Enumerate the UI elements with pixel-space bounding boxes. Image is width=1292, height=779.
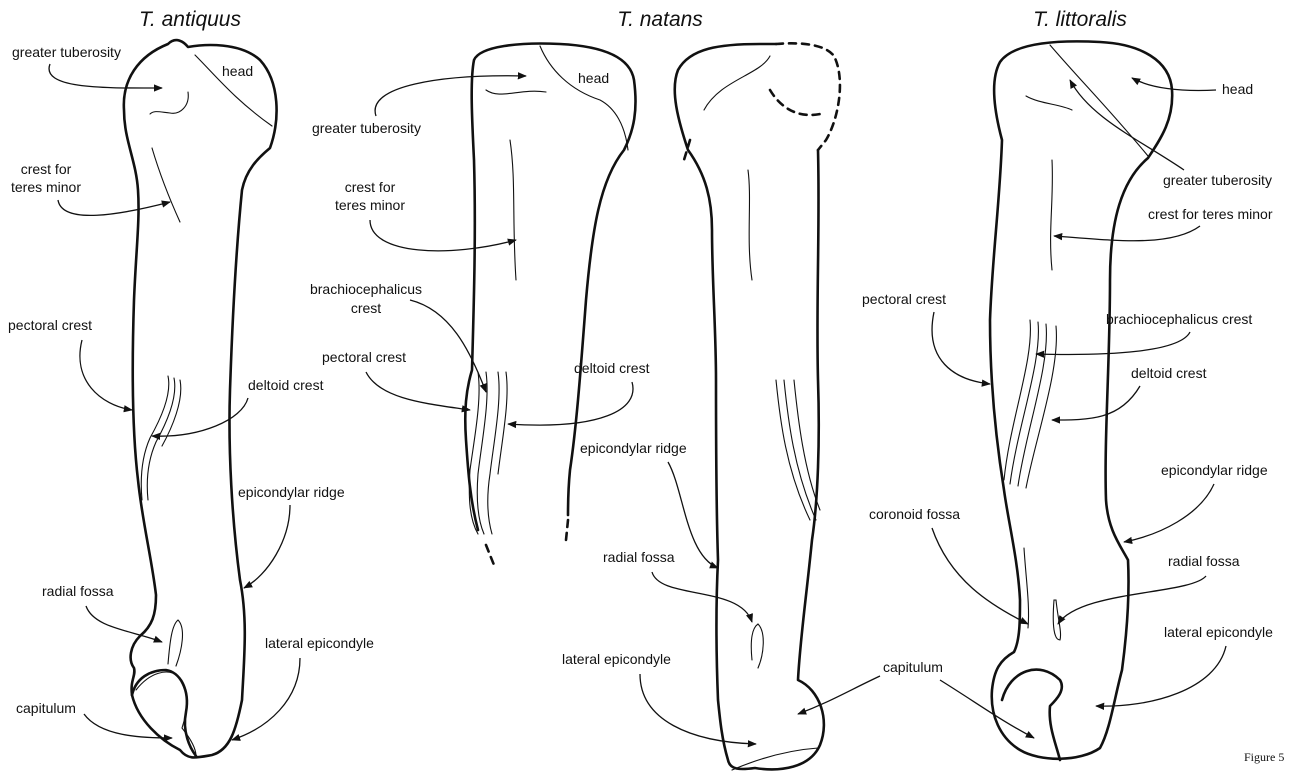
crest-line (141, 376, 169, 500)
label-crest-teres-minor: crest for (21, 161, 72, 177)
label-crest-teres-minor-2: teres minor (335, 197, 405, 213)
tuberosity-line (150, 92, 188, 114)
leader-arrow (80, 340, 132, 410)
tuberosity-line (486, 90, 546, 94)
teres-minor-crest-line (1051, 160, 1053, 270)
label-head: head (1222, 81, 1253, 97)
coronoid-fossa-outline (1024, 548, 1029, 628)
broken-edge (486, 545, 494, 565)
broken-edge (770, 90, 820, 115)
radial-fossa-outline (168, 620, 182, 666)
label-coronoid-fossa: coronoid fossa (869, 506, 960, 522)
label-greater-tuberosity: greater tuberosity (312, 120, 421, 136)
leader-arrow (49, 64, 162, 88)
label-deltoid-crest: deltoid crest (248, 377, 324, 393)
leader-arrow (940, 680, 1034, 738)
radial-fossa-outline (1053, 600, 1060, 640)
label-crest-teres-minor: crest for (345, 179, 396, 195)
figure-label: Figure 5 (1244, 750, 1284, 764)
label-pectoral-crest: pectoral crest (862, 291, 946, 307)
leader-arrow (1058, 576, 1206, 624)
crest-line (488, 372, 499, 534)
label-brachiocephalicus-2: crest (351, 300, 381, 316)
label-head: head (578, 70, 609, 86)
leader-arrow (370, 220, 516, 251)
humerus-outline-fragment (465, 44, 635, 530)
specimen-title: T. littoralis (1033, 8, 1127, 31)
broken-edge (566, 520, 568, 540)
leader-arrow (366, 372, 470, 410)
leader-arrow (508, 382, 633, 425)
leader-arrow (798, 676, 880, 714)
humerus-outline (675, 44, 824, 769)
label-head: head (222, 63, 253, 79)
leader-arrow (1052, 386, 1140, 420)
teres-minor-crest-line (510, 140, 516, 280)
label-capitulum: capitulum (16, 700, 76, 716)
leader-arrow (1132, 78, 1216, 91)
leader-arrow (932, 312, 990, 384)
leader-arrow (1054, 226, 1200, 241)
label-epicondylar-ridge: epicondylar ridge (1161, 462, 1268, 478)
capitulum-contour (1002, 670, 1062, 760)
label-radial-fossa: radial fossa (42, 583, 114, 599)
label-lateral-epicondyle: lateral epicondyle (562, 651, 671, 667)
broken-edge (776, 43, 840, 150)
specimen-t-natans: T. natans head greater tuberosity crest … (310, 8, 1034, 770)
label-epicondylar-ridge: epicondylar ridge (580, 440, 687, 456)
label-pectoral-crest: pectoral crest (322, 349, 406, 365)
radial-fossa-outline (751, 624, 763, 668)
label-pectoral-crest: pectoral crest (8, 317, 92, 333)
capitulum-outline (136, 672, 196, 756)
crest-line (784, 380, 816, 520)
label-capitulum: capitulum (883, 659, 943, 675)
leader-arrow (58, 200, 170, 215)
label-deltoid-crest: deltoid crest (574, 360, 650, 376)
head-margin-line (704, 56, 770, 110)
label-crest-teres-minor: crest for teres minor (1148, 206, 1273, 222)
crest-line (1004, 320, 1030, 480)
label-brachiocephalicus-crest: brachiocephalicus crest (1106, 311, 1252, 327)
leader-arrow (375, 76, 526, 116)
label-greater-tuberosity: greater tuberosity (12, 44, 121, 60)
leader-arrow (244, 505, 290, 588)
tuberosity-line (1026, 96, 1072, 110)
humerus-outline (990, 41, 1172, 758)
leader-arrow (640, 674, 756, 744)
crest-line (1026, 326, 1056, 488)
specimen-title: T. antiquus (139, 8, 241, 31)
label-lateral-epicondyle: lateral epicondyle (265, 635, 374, 651)
crest-line (776, 380, 810, 520)
label-lateral-epicondyle: lateral epicondyle (1164, 624, 1273, 640)
label-deltoid-crest: deltoid crest (1131, 365, 1207, 381)
capitulum-contour (132, 670, 196, 756)
leader-arrow (668, 462, 718, 568)
leader-arrow (652, 572, 752, 622)
capitulum-line (732, 748, 818, 770)
specimen-t-littoralis: T. littoralis head greater tuberosity cr… (862, 8, 1273, 760)
leader-arrow (1036, 332, 1190, 354)
leader-arrow (1124, 484, 1214, 542)
crest-line (1010, 322, 1038, 484)
label-brachiocephalicus: brachiocephalicus (310, 281, 422, 297)
leader-arrow (152, 398, 248, 436)
label-radial-fossa: radial fossa (603, 549, 675, 565)
teres-minor-crest-line (748, 170, 752, 280)
head-margin-line (540, 46, 628, 150)
crest-line (147, 378, 175, 500)
label-epicondylar-ridge: epicondylar ridge (238, 484, 345, 500)
humerus-outline (124, 40, 277, 757)
specimen-title: T. natans (617, 8, 703, 31)
head-margin-line (1050, 45, 1148, 156)
label-crest-teres-minor-2: teres minor (11, 179, 81, 195)
label-radial-fossa: radial fossa (1168, 553, 1240, 569)
teres-minor-crest-line (152, 148, 180, 222)
label-greater-tuberosity: greater tuberosity (1163, 172, 1272, 188)
